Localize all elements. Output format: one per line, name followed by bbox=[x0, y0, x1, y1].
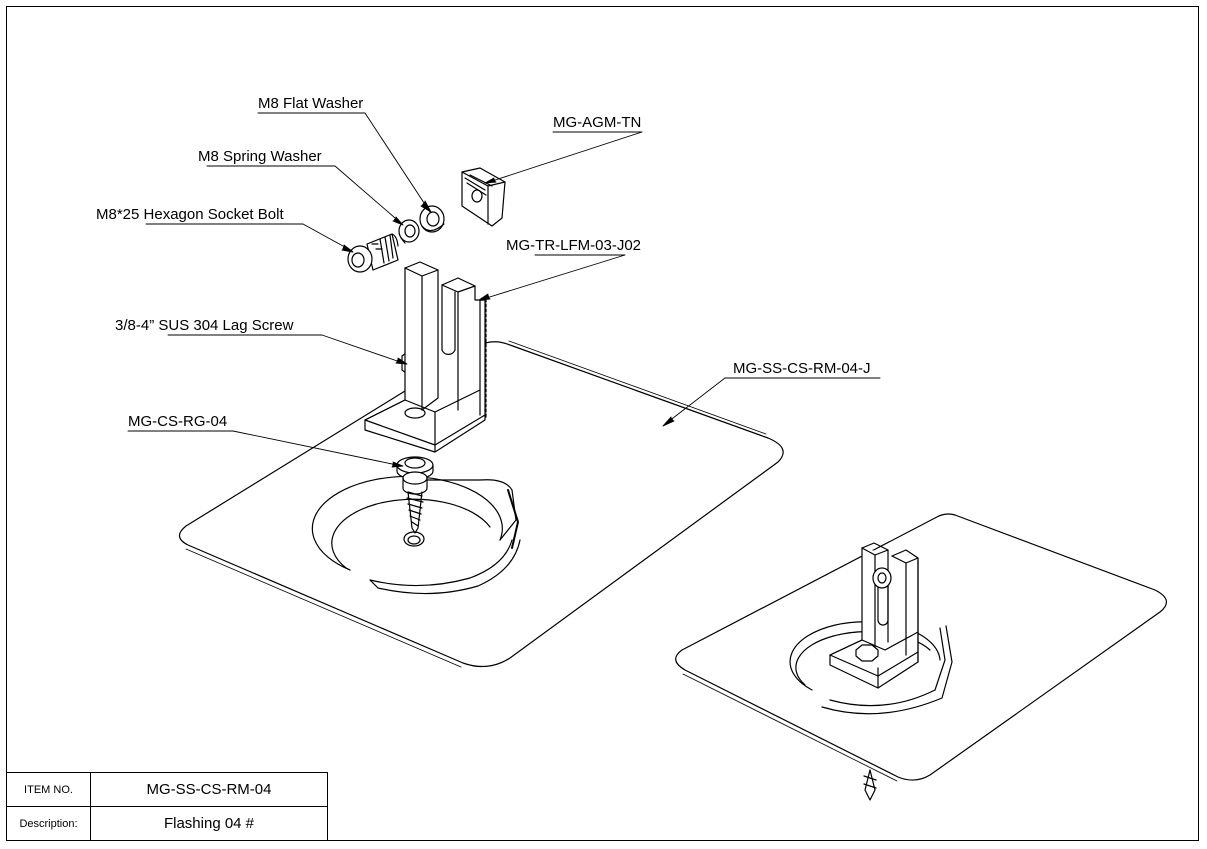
drawing-border bbox=[6, 6, 1199, 841]
flashing-plate-assembled bbox=[675, 513, 1167, 801]
spring-washer-exploded bbox=[398, 219, 420, 244]
title-block-row-item-no: ITEM NO. MG-SS-CS-RM-04 bbox=[6, 772, 328, 807]
callout-l-foot: MG-TR-LFM-03-J02 bbox=[506, 237, 641, 254]
callout-lag-screw: 3/8-4” SUS 304 Lag Screw bbox=[115, 317, 294, 334]
callout-labels: M8 Flat Washer M8 Spring Washer M8*25 He… bbox=[96, 95, 871, 430]
description-label: Description: bbox=[6, 806, 91, 841]
item-no-label: ITEM NO. bbox=[6, 772, 91, 807]
socket-bolt-exploded bbox=[347, 233, 399, 273]
callout-t-nut: MG-AGM-TN bbox=[553, 114, 641, 131]
callout-socket-bolt: M8*25 Hexagon Socket Bolt bbox=[96, 206, 284, 223]
t-nut-exploded bbox=[461, 167, 506, 227]
l-foot-exploded bbox=[364, 261, 487, 453]
flat-washer-exploded bbox=[419, 205, 445, 233]
callout-spring-washer: M8 Spring Washer bbox=[198, 148, 322, 165]
item-no-value: MG-SS-CS-RM-04 bbox=[90, 772, 328, 807]
l-foot-assembled bbox=[829, 542, 919, 689]
leader-lines bbox=[127, 112, 881, 468]
description-value: Flashing 04 # bbox=[90, 806, 328, 841]
callout-rubber-gasket: MG-CS-RG-04 bbox=[128, 413, 227, 430]
plate-hole bbox=[403, 531, 425, 547]
gasket-ring-exploded bbox=[311, 475, 521, 595]
title-block: ITEM NO. MG-SS-CS-RM-04 Description: Fla… bbox=[6, 772, 328, 841]
callout-flashing-plate: MG-SS-CS-RM-04-J bbox=[733, 360, 871, 377]
callout-flat-washer: M8 Flat Washer bbox=[258, 95, 363, 112]
title-block-row-description: Description: Flashing 04 # bbox=[6, 806, 328, 841]
